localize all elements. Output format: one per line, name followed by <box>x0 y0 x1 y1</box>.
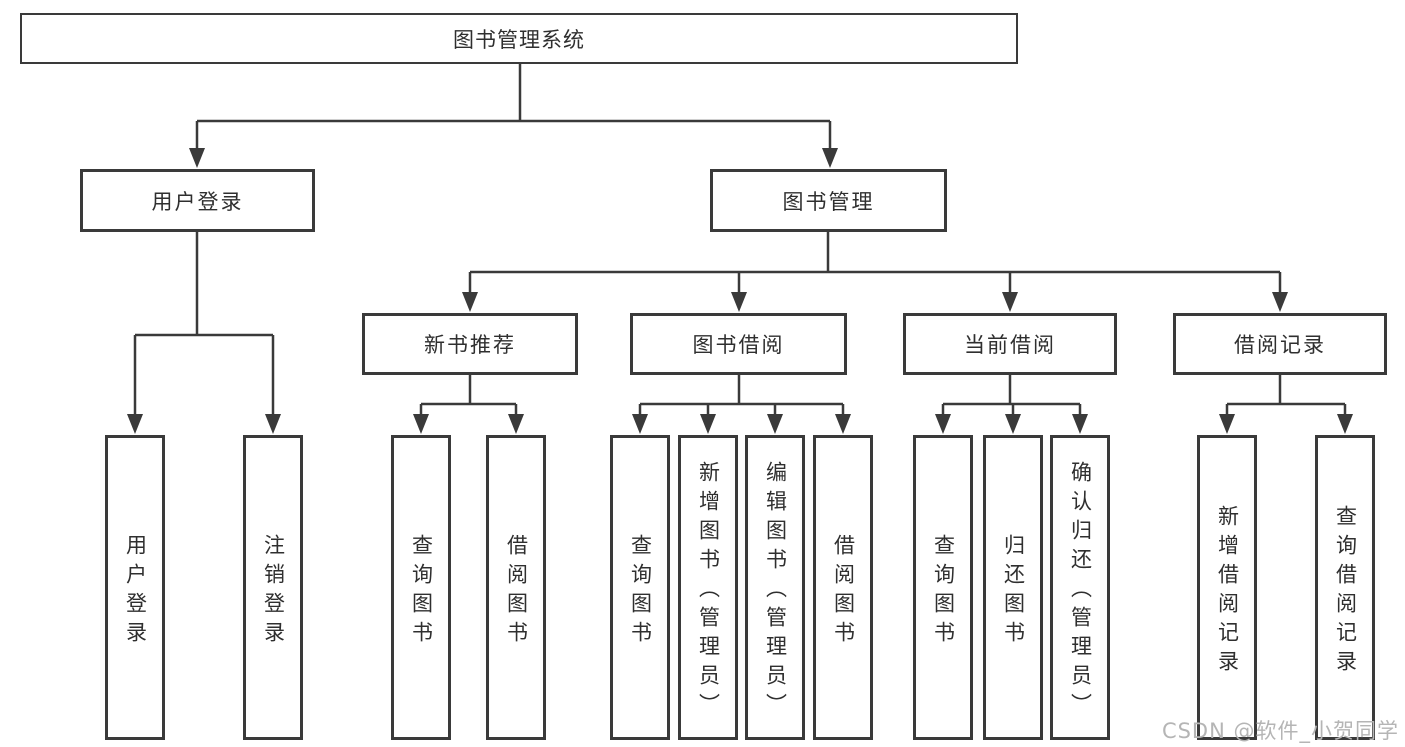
leaf-borrow-books: 借阅图书 <box>813 435 873 740</box>
leaf-add-books-admin: 新增图书（管理员） <box>678 435 738 740</box>
arrowheads <box>127 148 1353 434</box>
node-book-management-system: 图书管理系统 <box>20 13 1018 64</box>
node-current-borrowing: 当前借阅 <box>903 313 1117 375</box>
node-book-management: 图书管理 <box>710 169 947 232</box>
arrow-down-icon <box>1272 292 1288 312</box>
leaf-borrow-books-recommend: 借阅图书 <box>486 435 546 740</box>
node-new-book-recommend: 新书推荐 <box>362 313 578 375</box>
arrow-down-icon <box>1219 414 1235 434</box>
arrow-down-icon <box>1002 292 1018 312</box>
arrow-down-icon <box>462 292 478 312</box>
arrow-down-icon <box>822 148 838 168</box>
arrow-down-icon <box>767 414 783 434</box>
arrow-down-icon <box>700 414 716 434</box>
connector-current-borrow-children <box>941 375 1082 418</box>
arrow-down-icon <box>835 414 851 434</box>
leaf-query-borrow-record: 查询借阅记录 <box>1315 435 1375 740</box>
arrow-down-icon <box>127 414 143 434</box>
arrow-down-icon <box>935 414 951 434</box>
node-user-login: 用户登录 <box>80 169 315 232</box>
leaf-query-books-borrow: 查询图书 <box>610 435 670 740</box>
connector-new-book-children <box>419 375 518 418</box>
leaf-query-books-current: 查询图书 <box>913 435 973 740</box>
connector-book-mgmt-children <box>468 232 1282 296</box>
arrow-down-icon <box>632 414 648 434</box>
leaf-edit-books-admin: 编辑图书（管理员） <box>745 435 805 740</box>
arrow-down-icon <box>1005 414 1021 434</box>
leaf-add-borrow-record: 新增借阅记录 <box>1197 435 1257 740</box>
leaf-logout: 注销登录 <box>243 435 303 740</box>
leaf-query-books-recommend: 查询图书 <box>391 435 451 740</box>
leaf-user-login: 用户登录 <box>105 435 165 740</box>
connector-book-borrow-children <box>638 375 845 418</box>
arrow-down-icon <box>413 414 429 434</box>
connector-user-login-children <box>133 232 275 418</box>
leaf-confirm-return-admin: 确认归还（管理员） <box>1050 435 1110 740</box>
node-borrowing-records: 借阅记录 <box>1173 313 1387 375</box>
arrow-down-icon <box>265 414 281 434</box>
connector-records-children <box>1225 375 1347 418</box>
arrow-down-icon <box>731 292 747 312</box>
arrow-down-icon <box>189 148 205 168</box>
connector-root-to-level2 <box>195 64 832 150</box>
arrow-down-icon <box>1337 414 1353 434</box>
arrow-down-icon <box>1072 414 1088 434</box>
watermark: CSDN @软件_小贺同学 <box>1161 719 1399 743</box>
leaf-return-books: 归还图书 <box>983 435 1043 740</box>
node-book-borrowing: 图书借阅 <box>630 313 847 375</box>
arrow-down-icon <box>508 414 524 434</box>
